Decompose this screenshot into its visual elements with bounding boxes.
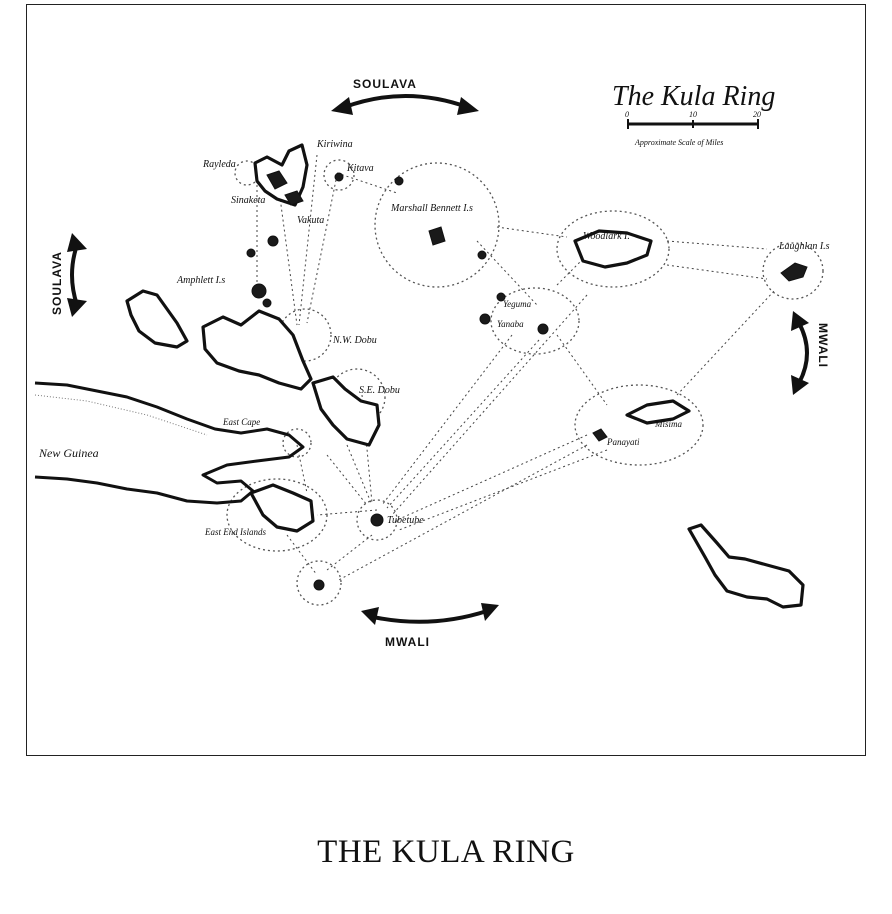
label-tubetube: Tubetube (387, 515, 424, 526)
label-amphlett: Amphlett I.s (176, 275, 225, 286)
label-vakuta: Vakuta (297, 215, 324, 226)
arrow-soulava-left: SOULAVA (50, 233, 87, 317)
label-east-end-islands: East End Islands (204, 527, 266, 537)
label-misima: Misima (654, 419, 683, 429)
laughlan-island (780, 262, 808, 282)
place-labels: Kiriwina Kitava Rayleda Sinaketa Vakuta … (38, 139, 830, 537)
label-mwali-bottom: MWALI (385, 635, 430, 649)
arrow-mwali-bottom: MWALI (361, 603, 499, 649)
label-panayati: Panayati (606, 437, 640, 447)
label-soulava-top: SOULAVA (353, 77, 417, 91)
kula-map: The Kula Ring 0 10 20 Approximate Scale … (34, 77, 830, 649)
label-new-guinea: New Guinea (38, 446, 99, 460)
label-laughlan: Laughlan I.s (778, 241, 830, 252)
scale-tick-10: 10 (689, 110, 697, 119)
label-sinaketa: Sinaketa (231, 195, 265, 206)
woodlark-island (573, 229, 653, 269)
new-guinea-coast (34, 381, 384, 591)
rossel-island (687, 523, 805, 609)
arrow-mwali-right: MWALI (791, 311, 830, 395)
label-kiriwina: Kiriwina (316, 139, 353, 150)
label-east-cape: East Cape (222, 417, 260, 427)
scale-bar: 0 10 20 Approximate Scale of Miles (625, 110, 761, 147)
trobriand-islands (246, 143, 404, 258)
misima-islands (592, 399, 691, 442)
scale-tick-20: 20 (753, 110, 761, 119)
yanaba-islands (479, 292, 549, 335)
label-mwali-right: MWALI (816, 323, 830, 368)
trade-routes (256, 154, 776, 582)
label-soulava-left: SOULAVA (50, 251, 64, 315)
label-nw-dobu: N.W. Dobu (332, 335, 377, 346)
label-yeguma: Yeguma (503, 299, 532, 309)
label-kitava: Kitava (346, 163, 374, 174)
label-rayleda: Rayleda (202, 159, 236, 170)
label-se-dobu: S.E. Dobu (359, 385, 400, 396)
label-woodlark: Woodlark I. (583, 231, 630, 242)
map-title: The Kula Ring (612, 81, 775, 112)
label-yanaba: Yanaba (497, 319, 524, 329)
regional-circles (226, 159, 824, 606)
figure-caption: THE KULA RING (317, 834, 575, 870)
arrow-soulava-top: SOULAVA (331, 77, 479, 115)
label-marshall-bennett: Marshall Bennett I.s (390, 203, 473, 214)
map-frame: The Kula Ring 0 10 20 Approximate Scale … (26, 4, 866, 756)
scale-caption: Approximate Scale of Miles (634, 138, 723, 147)
dentrecasteaux-islands (125, 283, 381, 447)
marshall-bennett-islands (428, 226, 487, 260)
scale-tick-0: 0 (625, 110, 629, 119)
